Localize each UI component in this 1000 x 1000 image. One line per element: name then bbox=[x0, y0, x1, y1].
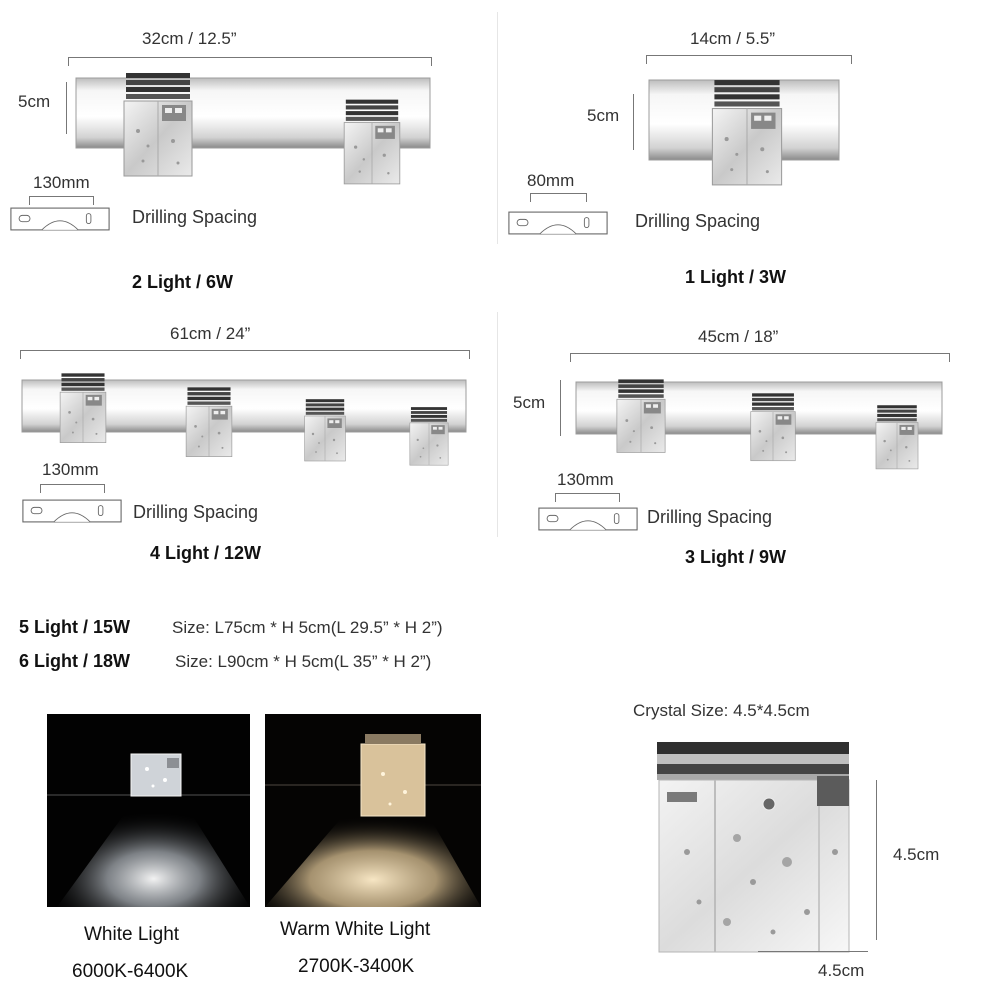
crystal-height-label: 4.5cm bbox=[893, 845, 940, 864]
crystal-height-dimension-line bbox=[876, 780, 877, 940]
drill-spacing-line bbox=[530, 193, 587, 202]
width-label: 32cm / 12.5” bbox=[142, 29, 237, 48]
model-size-6-light: Size: L90cm * H 5cm(L 35” * H 2”) bbox=[175, 652, 432, 671]
bracket-icon bbox=[538, 506, 638, 532]
bracket-icon bbox=[508, 210, 608, 236]
warm-light-temperature: 2700K-3400K bbox=[298, 956, 415, 977]
warm-light-label: Warm White Light bbox=[280, 919, 431, 940]
light-fixture-3 bbox=[575, 379, 943, 470]
white-light-photo bbox=[47, 714, 250, 907]
width-label: 61cm / 24” bbox=[170, 324, 251, 343]
width-dimension-line bbox=[646, 55, 852, 64]
panel-title: 2 Light / 6W bbox=[132, 272, 233, 292]
bracket-icon bbox=[22, 498, 122, 524]
light-fixture-1 bbox=[648, 79, 840, 186]
drill-spacing-line bbox=[555, 493, 620, 502]
height-label: 5cm bbox=[18, 92, 51, 111]
drill-spacing-line bbox=[40, 484, 105, 493]
drill-caption: Drilling Spacing bbox=[635, 211, 761, 231]
height-label: 5cm bbox=[587, 106, 620, 125]
crystal-width-label: 4.5cm bbox=[818, 961, 865, 980]
drill-spacing-label: 80mm bbox=[527, 171, 575, 190]
crystal-size-title: Crystal Size: 4.5*4.5cm bbox=[633, 701, 810, 720]
panel-title: 4 Light / 12W bbox=[150, 543, 262, 563]
panel-title: 3 Light / 9W bbox=[685, 547, 786, 567]
light-fixture-4 bbox=[21, 372, 467, 466]
drill-caption: Drilling Spacing bbox=[133, 502, 259, 522]
width-dimension-line bbox=[68, 57, 432, 66]
white-light-temperature: 6000K-6400K bbox=[72, 961, 189, 982]
light-fixture-2 bbox=[75, 72, 431, 185]
drill-spacing-line bbox=[29, 196, 94, 205]
bracket-icon bbox=[10, 206, 110, 232]
crystal-width-dimension-line bbox=[758, 951, 868, 952]
drill-caption: Drilling Spacing bbox=[647, 507, 773, 527]
drill-spacing-label: 130mm bbox=[33, 173, 90, 192]
width-dimension-line bbox=[20, 350, 470, 359]
height-label: 5cm bbox=[513, 393, 546, 412]
height-dimension-line bbox=[66, 82, 67, 134]
model-title-6-light: 6 Light / 18W bbox=[19, 651, 131, 671]
height-dimension-line bbox=[560, 380, 561, 436]
drill-spacing-label: 130mm bbox=[42, 460, 99, 479]
height-dimension-line bbox=[633, 94, 634, 150]
drill-spacing-label: 130mm bbox=[557, 470, 614, 489]
model-title-5-light: 5 Light / 15W bbox=[19, 617, 131, 637]
panel-title: 1 Light / 3W bbox=[685, 267, 786, 287]
width-label: 45cm / 18” bbox=[698, 327, 779, 346]
drill-caption: Drilling Spacing bbox=[132, 207, 258, 227]
panel-divider-vertical-bottom bbox=[497, 312, 498, 537]
panel-divider-vertical-top bbox=[497, 12, 498, 244]
model-size-5-light: Size: L75cm * H 5cm(L 29.5” * H 2”) bbox=[172, 618, 443, 637]
width-dimension-line bbox=[570, 353, 950, 362]
crystal-cube-closeup bbox=[657, 742, 850, 953]
white-light-label: White Light bbox=[84, 924, 180, 945]
width-label: 14cm / 5.5” bbox=[690, 29, 776, 48]
warm-white-light-photo bbox=[265, 714, 481, 907]
